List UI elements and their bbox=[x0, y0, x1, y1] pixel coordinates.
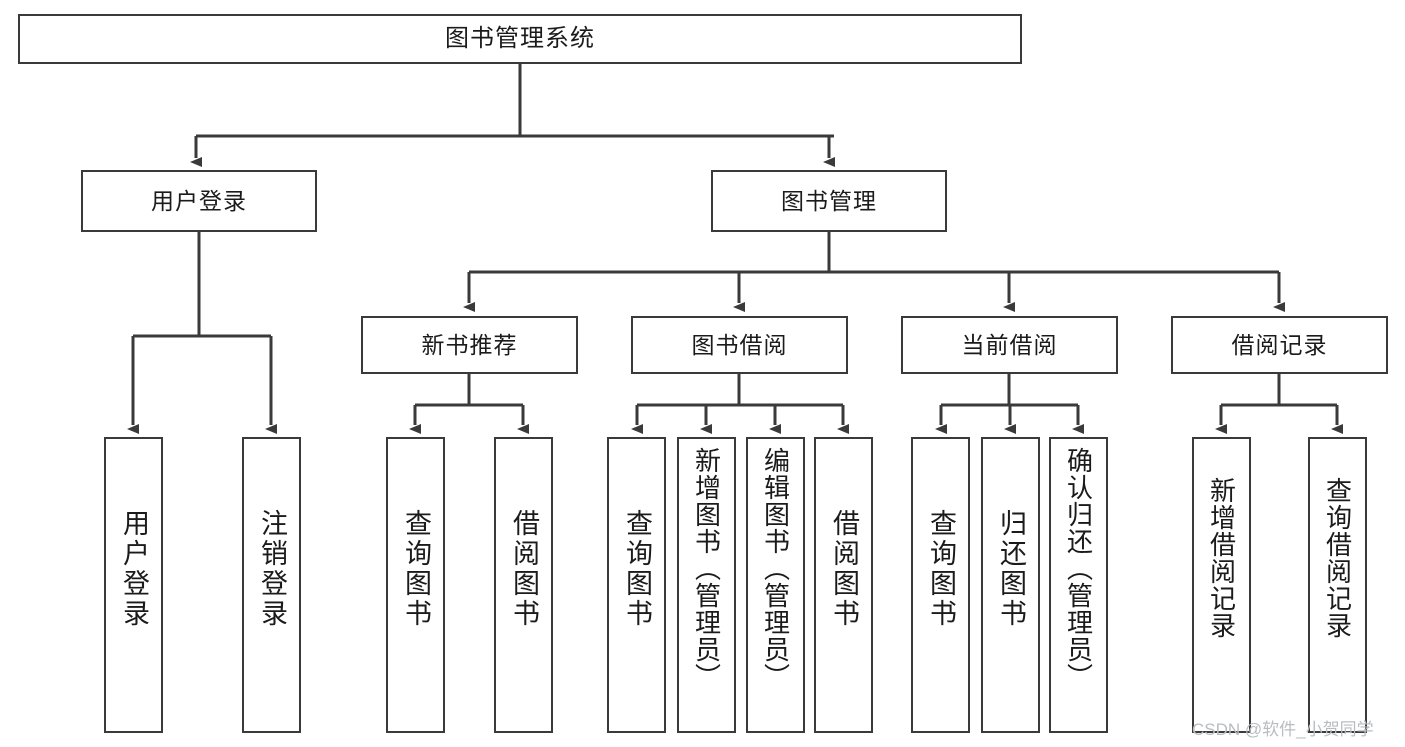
node-new-book-recommend[interactable]: 新书推荐 bbox=[361, 316, 578, 374]
leaf-user-login-login[interactable]: 用户登录 bbox=[104, 437, 163, 733]
csdn-watermark: CSDN @软件_小贺同学 bbox=[1192, 720, 1374, 739]
node-label: 查询图书 bbox=[926, 509, 956, 629]
node-borrow-record[interactable]: 借阅记录 bbox=[1171, 316, 1388, 374]
node-book-borrow[interactable]: 图书借阅 bbox=[631, 316, 848, 374]
node-label: 借阅图书 bbox=[829, 509, 859, 629]
leaf-book-borrow-add-admin[interactable]: 新增图书（管理员） bbox=[677, 437, 736, 733]
leaf-new-book-query[interactable]: 查询图书 bbox=[386, 437, 445, 733]
leaf-book-borrow-edit-admin[interactable]: 编辑图书（管理员） bbox=[746, 437, 805, 733]
node-current-borrow[interactable]: 当前借阅 bbox=[901, 316, 1118, 374]
leaf-current-borrow-return[interactable]: 归还图书 bbox=[981, 437, 1040, 733]
node-label: 查询图书 bbox=[622, 509, 652, 629]
node-label: 新增借阅记录 bbox=[1206, 477, 1237, 639]
node-label: 确认归还（管理员） bbox=[1063, 447, 1094, 690]
node-label: 用户登录 bbox=[119, 509, 149, 629]
node-label: 查询图书 bbox=[401, 509, 431, 629]
node-label: 编辑图书（管理员） bbox=[760, 447, 791, 690]
leaf-book-borrow-query[interactable]: 查询图书 bbox=[607, 437, 666, 733]
node-label: 当前借阅 bbox=[961, 331, 1058, 358]
node-label: 借阅记录 bbox=[1231, 331, 1328, 358]
node-label: 新增图书（管理员） bbox=[691, 447, 722, 690]
node-label: 借阅图书 bbox=[509, 509, 539, 629]
node-label: 图书借阅 bbox=[691, 331, 788, 358]
leaf-borrow-record-add[interactable]: 新增借阅记录 bbox=[1192, 437, 1251, 733]
node-label: 图书管理 bbox=[781, 187, 877, 214]
node-user-login[interactable]: 用户登录 bbox=[81, 170, 317, 232]
node-label: 用户登录 bbox=[151, 187, 247, 214]
node-label: 查询借阅记录 bbox=[1322, 477, 1353, 639]
leaf-current-borrow-confirm-admin[interactable]: 确认归还（管理员） bbox=[1049, 437, 1108, 733]
node-root-book-management-system[interactable]: 图书管理系统 bbox=[18, 14, 1022, 64]
node-label: 新书推荐 bbox=[421, 331, 518, 358]
node-book-management[interactable]: 图书管理 bbox=[711, 170, 947, 232]
leaf-book-borrow-borrow[interactable]: 借阅图书 bbox=[814, 437, 873, 733]
leaf-borrow-record-query[interactable]: 查询借阅记录 bbox=[1308, 437, 1367, 733]
leaf-new-book-borrow[interactable]: 借阅图书 bbox=[494, 437, 553, 733]
node-label: 注销登录 bbox=[257, 509, 287, 629]
leaf-current-borrow-query[interactable]: 查询图书 bbox=[911, 437, 970, 733]
node-label: 图书管理系统 bbox=[445, 25, 595, 53]
leaf-user-login-logout[interactable]: 注销登录 bbox=[242, 437, 301, 733]
node-label: 归还图书 bbox=[996, 509, 1026, 629]
